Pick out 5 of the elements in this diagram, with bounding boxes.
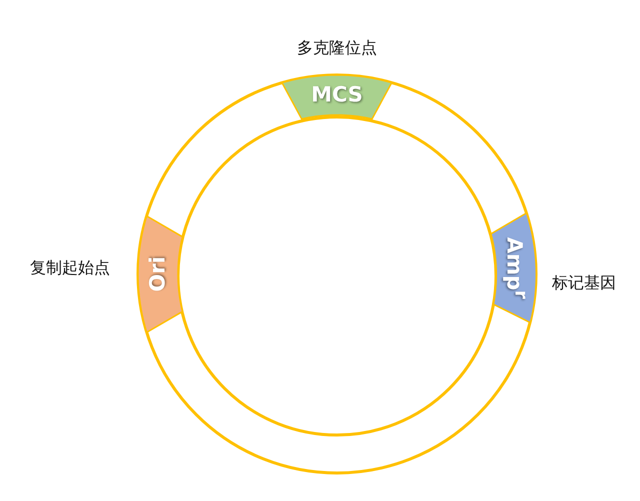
segment-caption: 多克隆位点 (297, 40, 377, 56)
segment-caption: 复制起始点 (30, 260, 110, 276)
segment-caption: 标记基因 (552, 275, 616, 291)
segment-label: MCS (311, 84, 363, 106)
segment-label: Ori (148, 256, 168, 292)
